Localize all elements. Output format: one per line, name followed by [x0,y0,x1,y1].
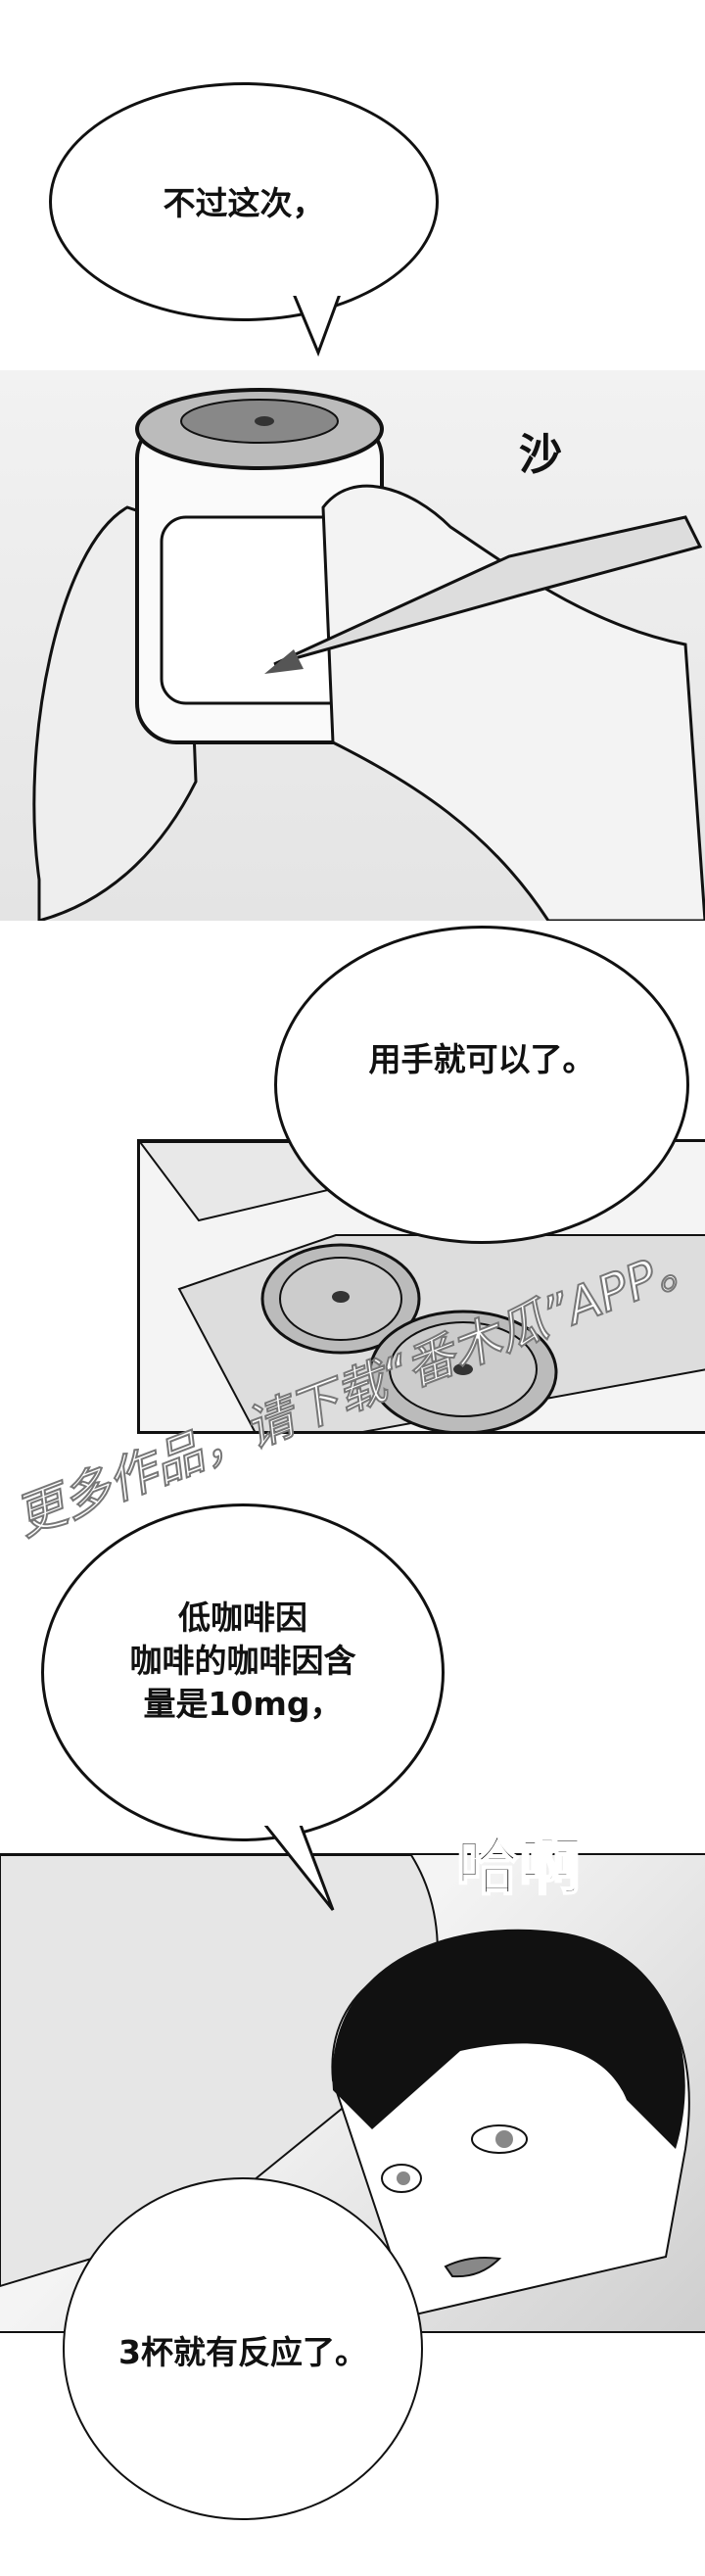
bubble-3-text: 低咖啡因 咖啡的咖啡因含 量是10mg， [41,1597,445,1726]
bubble-4-text: 3杯就有反应了。 [118,2333,367,2371]
sfx-pant: 哈啊 [455,1831,583,1905]
panel-jar-writing: 沙 [0,370,705,921]
speech-bubble-4 [63,2177,423,2520]
speech-bubble-2 [274,926,689,1244]
bubble-3-line-2: 咖啡的咖啡因含 [129,1642,356,1680]
characters-illustration [0,1855,690,2317]
bubble-3-line-3: 量是10mg， [143,1685,343,1723]
bubble-1-text: 不过这次， [163,184,325,222]
bubble-2-text: 用手就可以了。 [368,1040,595,1078]
sfx-scribble: 沙 [519,430,562,480]
speech-bubble-3 [41,1503,445,1841]
bubble-3-line-1: 低咖啡因 [178,1598,307,1637]
hands-jar-illustration [32,388,705,921]
speech-bubble-1 [49,82,439,321]
